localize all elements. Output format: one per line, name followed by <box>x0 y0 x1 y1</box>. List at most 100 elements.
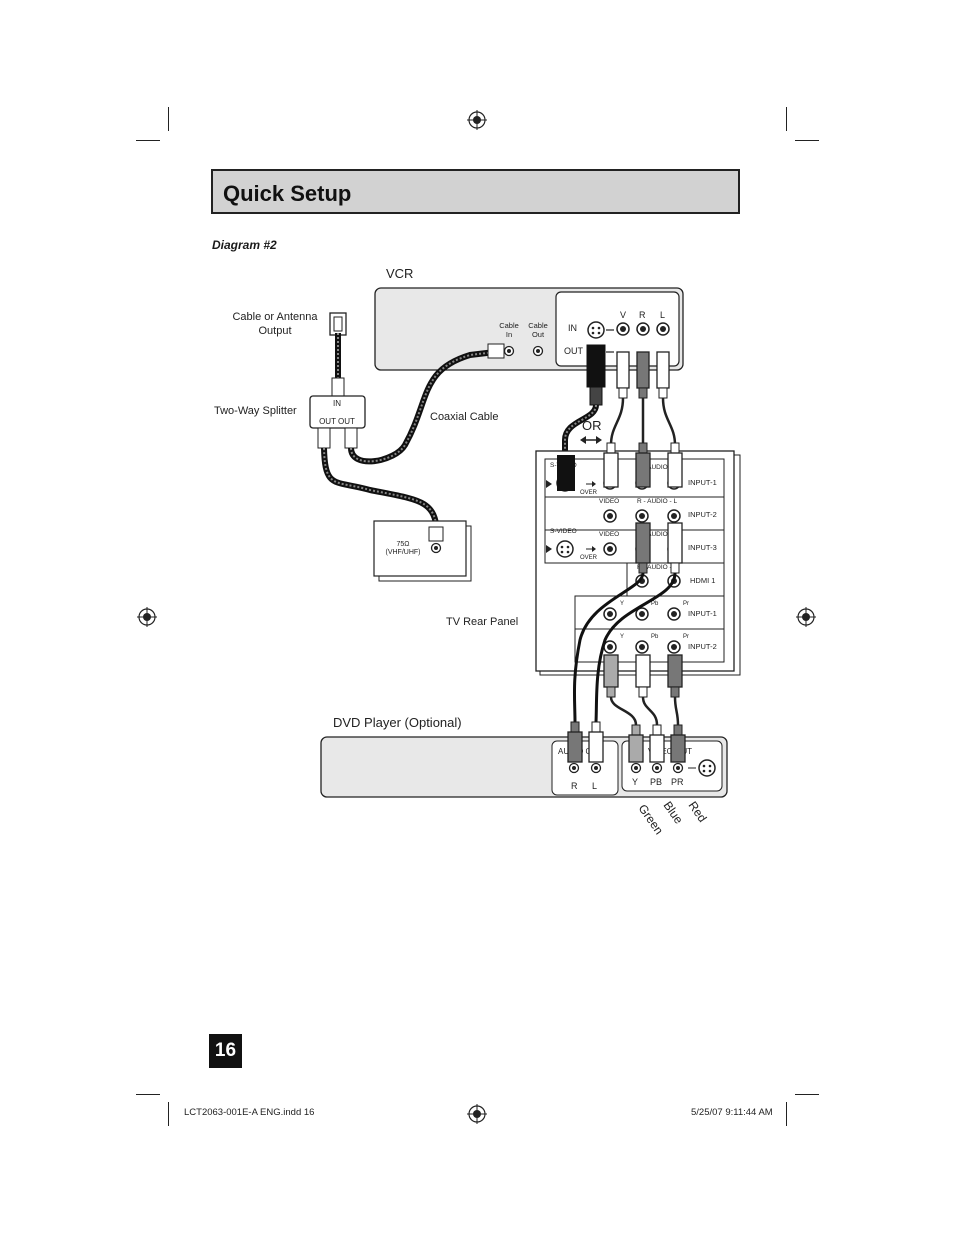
vcr-svideo-in-jack <box>587 321 605 339</box>
dvd-component-plug-pb <box>649 724 665 763</box>
tv-component-pr-jack <box>667 607 681 621</box>
crop-mark <box>786 107 787 131</box>
tv-input-label: INPUT-1 <box>688 478 717 487</box>
tv-y-label: Y <box>620 634 624 640</box>
tv-input-label: INPUT-2 <box>688 510 717 519</box>
tv-component-plug-pr <box>667 654 683 698</box>
vcr-video-in-jack <box>616 322 630 336</box>
vcr-svideo-plug <box>586 344 606 388</box>
tv-rca-plug-audio-l <box>667 442 683 488</box>
splitter-in-label: IN <box>333 399 341 408</box>
antenna-label: Cable or Antenna <box>232 311 318 323</box>
vcr-cable-in-label: Cable <box>499 321 519 330</box>
crop-mark <box>795 140 819 141</box>
tv-audio-label: R - AUDIO - L <box>637 531 677 538</box>
tv-over-label: OVER <box>580 555 598 561</box>
component-cable-pr <box>673 696 680 726</box>
tv-svideo-label: S-VIDEO <box>550 528 577 535</box>
splitter-out-label: OUT OUT <box>319 417 355 426</box>
dvd-audio-r-jack <box>568 762 580 774</box>
or-label: OR <box>582 418 602 433</box>
dvd-pb-jack <box>651 762 663 774</box>
dvd-label: DVD Player (Optional) <box>333 715 462 730</box>
vcr-label: VCR <box>386 266 413 281</box>
dvd-pb-label: PB <box>650 777 662 787</box>
dvd-component-plug-y <box>628 724 644 763</box>
color-label-blue: Blue <box>661 799 686 827</box>
crop-mark <box>136 140 160 141</box>
splitter-label: Two-Way Splitter <box>214 405 297 417</box>
dvd-y-label: Y <box>632 777 638 787</box>
dvd-audio-l-jack <box>590 762 602 774</box>
dvd-y-jack <box>630 762 642 774</box>
tv-rear-panel-label: TV Rear Panel <box>446 616 518 628</box>
tv-component-plug-pb <box>635 654 651 698</box>
tv-video-label: VIDEO <box>599 531 619 538</box>
tv-audio-label: R - AUDIO - L <box>637 498 677 505</box>
tv-input-label: INPUT-3 <box>688 543 717 552</box>
tv-component-pb-jack <box>635 640 649 654</box>
registration-mark-icon <box>467 1104 487 1124</box>
dvd-pr-jack <box>672 762 684 774</box>
vcr-v-label: V <box>620 310 626 320</box>
tv-video-jack <box>603 509 617 523</box>
coax-label: Coaxial Cable <box>430 411 498 423</box>
crop-mark <box>795 1094 819 1095</box>
section-header: Quick Setup <box>211 169 740 214</box>
tv-audio-label: R - AUDIO - L <box>637 564 677 571</box>
wall-outlet-icon <box>329 312 347 336</box>
color-label-red: Red <box>686 799 710 825</box>
registration-mark-icon <box>796 607 816 627</box>
antenna-label: Output <box>258 325 291 337</box>
tv-pr-label: Pr <box>683 634 689 640</box>
footer-timestamp: 5/25/07 9:11:44 AM <box>691 1107 773 1118</box>
page-title: Quick Setup <box>223 181 352 206</box>
tv-over-label: OVER <box>580 490 598 496</box>
vcr-cable-out-label: Out <box>532 330 545 339</box>
rca-cable-video <box>609 397 625 446</box>
tv-input-label: HDMI 1 <box>690 576 715 585</box>
crop-mark <box>136 1094 160 1095</box>
dvd-audio-cable-l <box>594 572 677 723</box>
tv-y-label: Y <box>620 601 624 607</box>
diagram-label: Diagram #2 <box>212 238 277 252</box>
rca-cable-audio-l <box>661 397 677 446</box>
vcr-audio-r-in-jack <box>636 322 650 336</box>
vcr-cable-out-label: Cable <box>528 321 548 330</box>
tv-pb-label: Pb <box>651 601 659 607</box>
tv-pr-label: Pr <box>683 601 689 607</box>
vcr-r-label: R <box>639 310 646 320</box>
antenna-input-jack <box>430 542 442 554</box>
box-75-label: 75Ω <box>396 541 409 548</box>
cable-out-jack <box>532 345 544 357</box>
double-arrow-icon <box>580 436 602 444</box>
footer-file-info: LCT2063-001E-A ENG.indd 16 <box>184 1107 315 1118</box>
vcr-rca-plug-audio-l <box>656 351 670 399</box>
tv-audio-label: R - AUDIO - L <box>637 464 677 471</box>
tv-svideo-plug <box>557 455 575 491</box>
crop-mark <box>168 107 169 131</box>
vcr-out-label: OUT <box>564 346 584 356</box>
tv-component-y-jack <box>603 640 617 654</box>
dvd-audio-plug-l <box>588 721 604 763</box>
vcr-audio-l-in-jack <box>656 322 670 336</box>
tv-video-jack <box>603 542 617 556</box>
tv-pb-label: Pb <box>651 634 659 640</box>
dvd-pr-label: PR <box>671 777 684 787</box>
tv-component-pr-jack <box>667 640 681 654</box>
crop-mark <box>786 1102 787 1126</box>
page-number: 16 <box>209 1034 242 1068</box>
registration-mark-icon <box>137 607 157 627</box>
tv-rca-plug-audio-r <box>635 442 651 488</box>
component-cable-pb <box>641 696 659 726</box>
dvd-svideo-jack <box>698 759 716 777</box>
tv-rca-plug-video <box>603 442 619 488</box>
tv-input-label: INPUT-1 <box>688 609 717 618</box>
dvd-component-plug-pr <box>670 724 686 763</box>
vcr-l-label: L <box>660 310 665 320</box>
tv-audio-r-jack <box>635 509 649 523</box>
box-75-ohm <box>373 520 467 577</box>
dvd-audio-cable-r <box>572 572 645 723</box>
tv-component-y-jack <box>603 607 617 621</box>
